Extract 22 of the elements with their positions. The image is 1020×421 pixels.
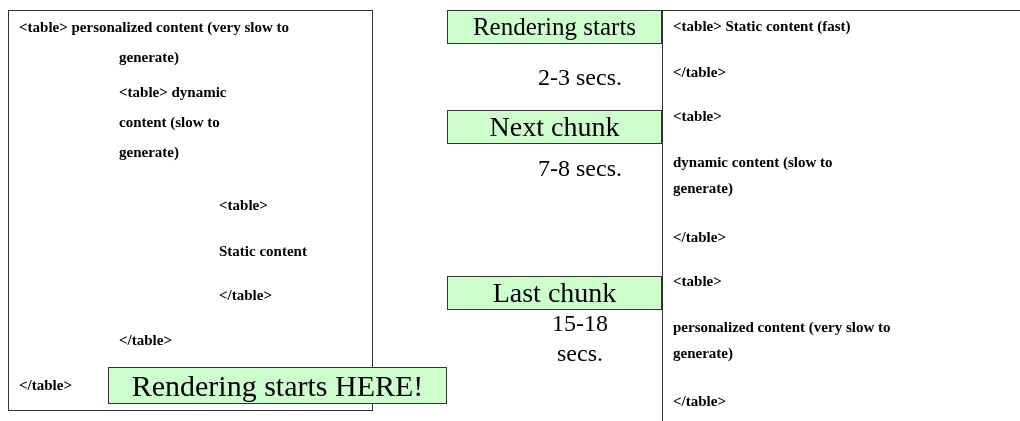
code-text: <table> (673, 107, 723, 126)
status-label: Rendering starts HERE! (108, 367, 447, 404)
duration-text: 15-18 secs. (551, 309, 609, 368)
duration-text: 7-8 secs. (537, 154, 623, 183)
code-text: </table> (219, 286, 273, 305)
code-text: <table> dynamic content (slow to generate) (119, 83, 228, 162)
code-text: <table> personalized content (very slow to generate) (19, 18, 290, 67)
code-text: personalized content (very slow to generate) (673, 318, 892, 363)
code-text: <table> (219, 196, 269, 215)
code-text: dynamic content (slow to generate) (673, 153, 834, 198)
code-text: <table> (673, 272, 723, 291)
code-text: <table> Static content (fast) (673, 17, 852, 36)
code-text: </table> (673, 392, 727, 411)
code-text: </table> (19, 376, 73, 395)
duration-text: 2-3 secs. (537, 63, 623, 92)
code-text: </table> (673, 63, 727, 82)
status-label: Last chunk (447, 276, 662, 310)
code-text: </table> (119, 331, 173, 350)
code-text: Static content (219, 242, 308, 261)
code-text: </table> (673, 228, 727, 247)
status-label: Next chunk (447, 110, 662, 144)
status-label: Rendering starts (447, 10, 662, 44)
